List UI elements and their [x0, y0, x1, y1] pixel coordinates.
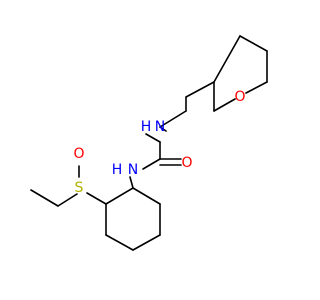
bond	[105, 234, 134, 251]
bond	[132, 187, 161, 205]
bond	[185, 81, 215, 98]
bond	[239, 35, 268, 52]
sulfur-label: S	[75, 180, 84, 196]
molecule-diagram: O H N O H N O S	[30, 35, 268, 251]
carbonyl-oxygen-label: O	[181, 155, 192, 171]
nh-upper-n-label: N	[155, 119, 165, 135]
structure-drawing: O H N O H N O S	[30, 35, 268, 251]
bond	[245, 81, 268, 94]
sulfoxide-oxygen-label: O	[73, 146, 84, 162]
bond	[159, 110, 187, 128]
ring-oxygen-label: O	[234, 89, 245, 105]
bond	[105, 187, 134, 205]
urea-core	[142, 126, 182, 170]
bond	[213, 35, 241, 83]
cyclohexane-ring	[105, 176, 161, 251]
bond	[129, 176, 134, 189]
nh-upper-h-label: H	[141, 119, 152, 135]
ethyl-linker	[159, 81, 215, 128]
nh-lower-h-label: H	[112, 162, 123, 178]
bond	[86, 192, 107, 205]
bond	[132, 234, 161, 251]
bond	[159, 126, 167, 132]
bond	[57, 193, 78, 207]
bond	[213, 98, 236, 112]
tetrahydropyran-ring	[213, 35, 268, 112]
bond	[30, 189, 59, 207]
bond	[142, 158, 161, 170]
ethylsulfinyl-group	[30, 165, 107, 207]
nh-lower-n-label: N	[128, 162, 138, 178]
bond	[145, 133, 161, 143]
